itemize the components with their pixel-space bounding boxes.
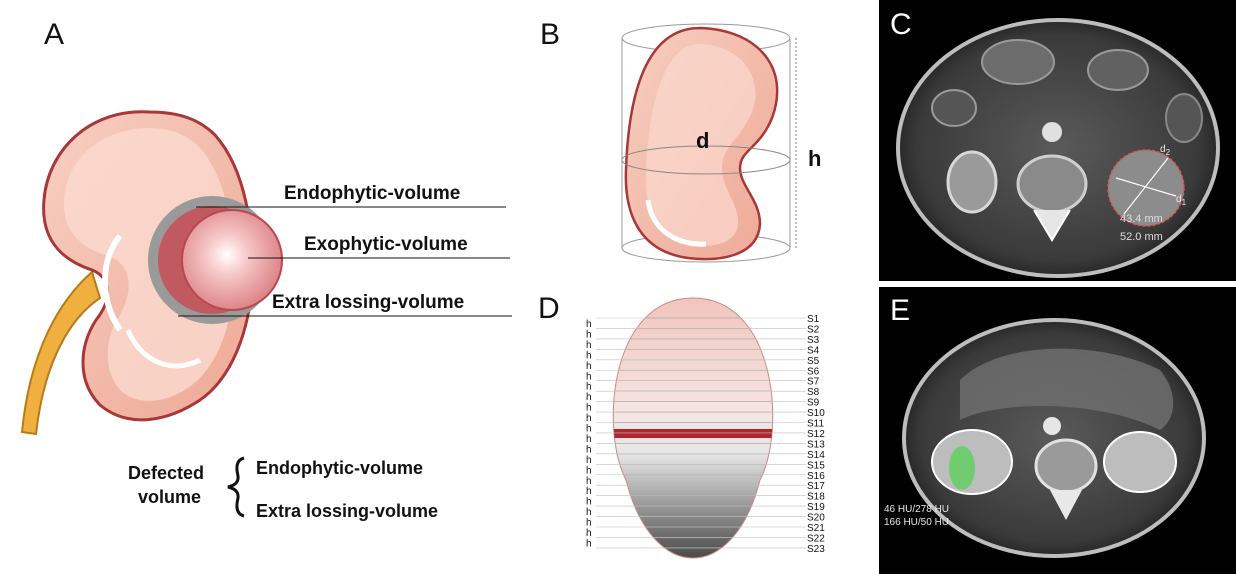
slice-label-4: S4	[807, 345, 820, 356]
ct-vertebra-e	[1036, 440, 1096, 492]
h-marker-9: h	[586, 403, 592, 414]
slice-label-11: S11	[807, 419, 824, 430]
h-marker-13: h	[586, 444, 592, 455]
slice-label-22: S22	[807, 533, 825, 544]
panel-a: A Endophytic-volume Exophytic-volume Ext…	[22, 18, 512, 521]
h-marker-16: h	[586, 476, 592, 487]
slice-label-14: S14	[807, 450, 825, 461]
slice-label-5: S5	[807, 356, 820, 367]
ct-segmentation	[949, 446, 975, 490]
slice-label-18: S18	[807, 492, 825, 503]
label-h: h	[808, 146, 821, 171]
h-marker-10: h	[586, 413, 592, 424]
h-marker-19: h	[586, 507, 592, 518]
label-endophytic: Endophytic-volume	[284, 183, 460, 204]
h-marker-1: h	[586, 319, 592, 330]
label-d: d	[696, 128, 709, 153]
defected-item-extra: Extra lossing-volume	[256, 501, 438, 521]
slice-label-15: S15	[807, 460, 825, 471]
h-marker-14: h	[586, 455, 592, 466]
slice-label-10: S10	[807, 408, 825, 419]
h-marker-6: h	[586, 371, 592, 382]
h-marker-2: h	[586, 329, 592, 340]
slice-labels: S1S2S3S4S5S6S7S8S9S10S11S12S13S14S15S16S…	[807, 314, 825, 555]
slice-label-3: S3	[807, 335, 820, 346]
h-marker-4: h	[586, 350, 592, 361]
panel-d-letter: D	[538, 292, 560, 325]
h-marker-17: h	[586, 486, 592, 497]
slice-label-16: S16	[807, 471, 825, 482]
h-marker-18: h	[586, 497, 592, 508]
slice-label-13: S13	[807, 439, 825, 450]
panel-b-letter: B	[540, 18, 560, 51]
slice-label-12: S12	[807, 429, 825, 440]
slice-label-2: S2	[807, 324, 820, 335]
defected-item-endophytic: Endophytic-volume	[256, 458, 423, 478]
label-extra-lossing: Extra lossing-volume	[272, 292, 464, 313]
ct-hu-line1: 46 HU/278 HU	[884, 504, 949, 515]
h-marker-22: h	[586, 538, 592, 549]
slice-label-1: S1	[807, 314, 820, 325]
slice-label-20: S20	[807, 513, 825, 524]
h-marker-15: h	[586, 465, 592, 476]
highlight-band	[600, 429, 790, 438]
label-exophytic: Exophytic-volume	[304, 234, 468, 255]
slice-label-9: S9	[807, 398, 820, 409]
h-marker-21: h	[586, 528, 592, 539]
panel-d: D S1S2S3S4S5S6S7S8S9S10S11S12S13S14S15S1…	[538, 292, 825, 558]
ct-hu-line2: 166 HU/50 HU	[884, 517, 949, 528]
panel-c-letter: C	[890, 8, 912, 41]
ellipsoid	[613, 298, 772, 558]
defected-line2: volume	[138, 487, 201, 507]
panel-a-letter: A	[44, 18, 64, 51]
ct-vertebra-c	[1018, 156, 1086, 212]
panel-e-letter: E	[890, 294, 910, 327]
h-marker-3: h	[586, 340, 592, 351]
defected-line1: Defected	[128, 463, 204, 483]
slice-label-8: S8	[807, 387, 820, 398]
panel-b: B d h	[540, 18, 821, 262]
h-marker-5: h	[586, 361, 592, 372]
slice-label-7: S7	[807, 377, 820, 388]
exophytic-sphere	[182, 210, 282, 310]
slice-label-6: S6	[807, 366, 820, 377]
slice-label-19: S19	[807, 502, 825, 513]
ct-measure-2: 52.0 mm	[1120, 231, 1163, 243]
panel-e: E 46 HU/278 HU 166 HU/50 HU	[879, 287, 1236, 574]
h-marker-20: h	[586, 518, 592, 529]
h-marker-7: h	[586, 382, 592, 393]
slice-label-21: S21	[807, 523, 825, 534]
brace	[228, 458, 244, 516]
h-marker-11: h	[586, 424, 592, 435]
slice-label-23: S23	[807, 544, 825, 555]
h-marker-12: h	[586, 434, 592, 445]
panel-c: C d2 d1 43.4 mm 52.0 mm	[879, 0, 1236, 281]
slice-label-17: S17	[807, 481, 825, 492]
ct-measure-1: 43.4 mm	[1120, 213, 1163, 225]
h-marker-8: h	[586, 392, 592, 403]
